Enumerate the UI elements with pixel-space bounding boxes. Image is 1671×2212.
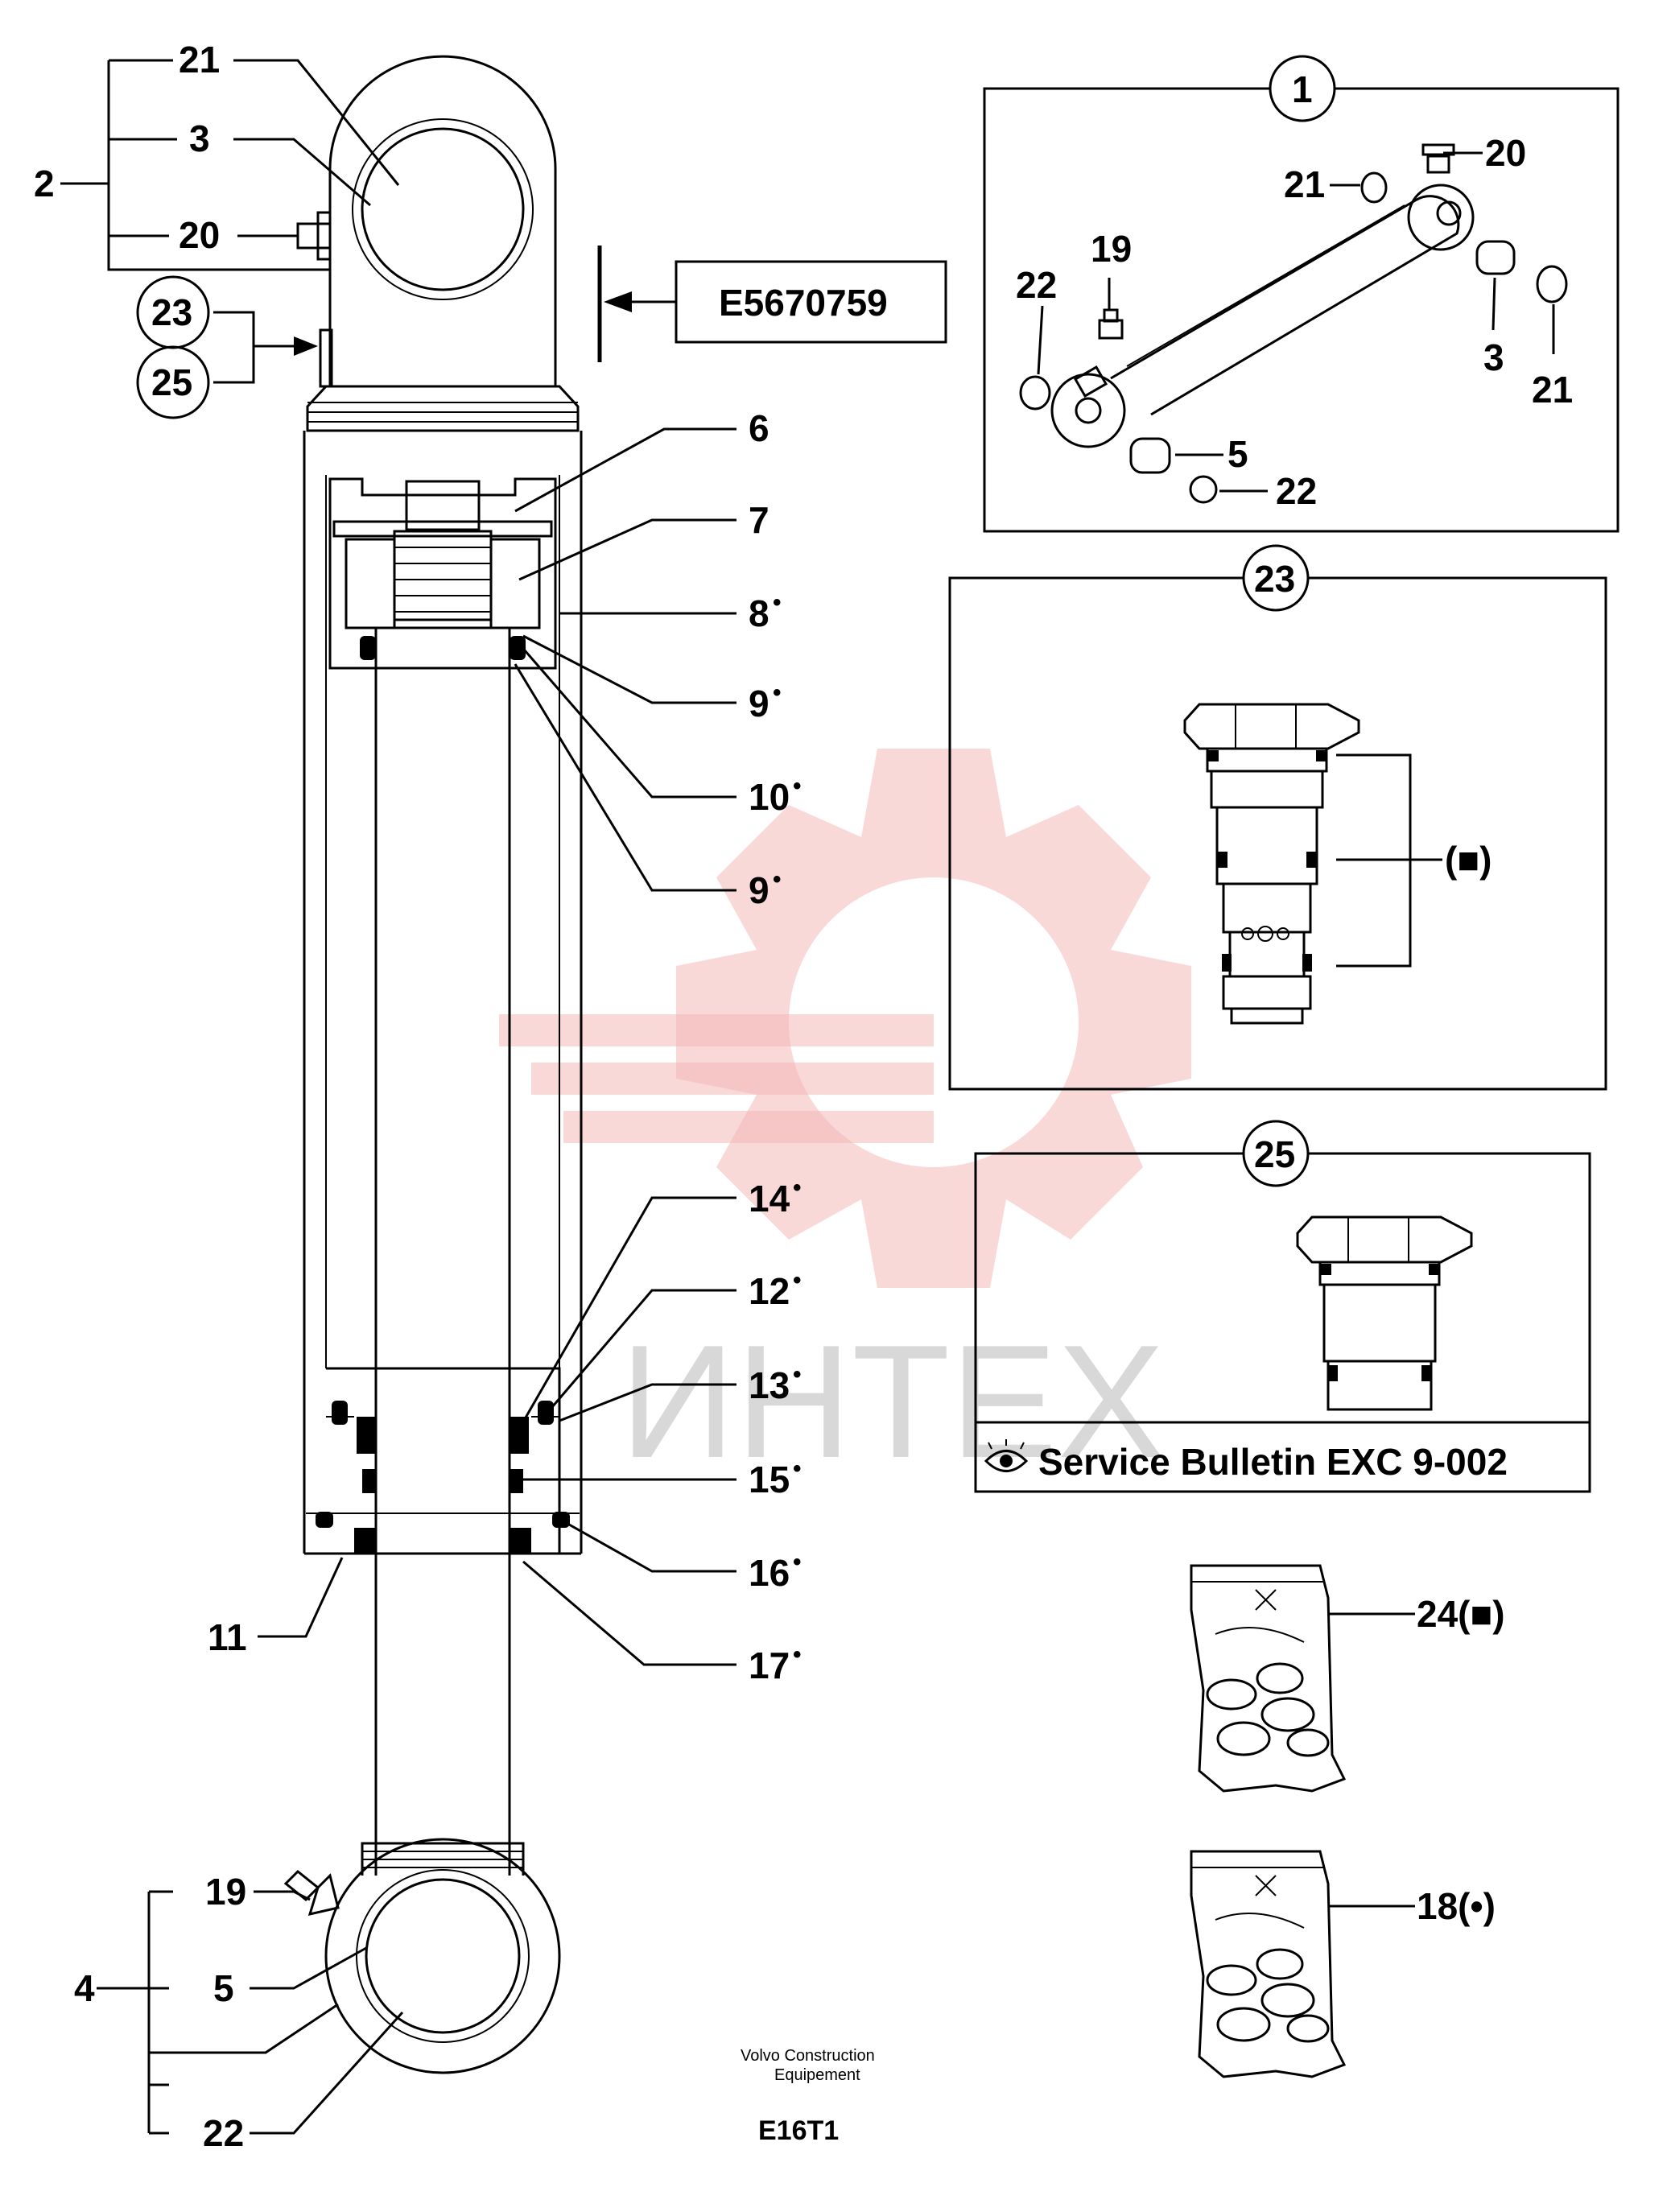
callout-3: 3	[189, 118, 210, 159]
callout-label: 21	[1284, 163, 1325, 205]
callout-label: •	[793, 1267, 802, 1294]
callout-2: 2	[34, 163, 55, 204]
kit-1-number: 1	[1292, 68, 1313, 110]
watermark-gear	[499, 749, 1191, 1288]
callout-6: 6	[749, 407, 769, 449]
main-labels: 21 3 2 20 23 25 6 7 8 • 9 • 10 • 9 • 14 …	[34, 39, 802, 2154]
callout-label: •	[793, 1641, 802, 1668]
watermark-text: ИНТЕХ	[620, 1312, 1165, 1492]
callout-label: (■)	[1445, 839, 1492, 881]
callout-9-lower: 9	[749, 869, 769, 911]
bag-18: 18(•)	[1190, 1850, 1496, 2078]
kit-1-panel: 1 20 21 19 22 3 21 5	[983, 55, 1619, 533]
callout-label: 21	[1532, 369, 1573, 411]
service-bulletin-text: Service Bulletin EXC 9-002	[1038, 1441, 1508, 1483]
callout-11: 11	[208, 1616, 247, 1658]
callout-label: 3	[1483, 336, 1504, 378]
footer-line2: Equipement	[774, 2066, 860, 2084]
callout-7: 7	[749, 499, 769, 541]
eye-icon	[984, 1439, 1029, 1472]
callout-14: 14	[749, 1178, 790, 1219]
callout-label: 22	[1276, 470, 1317, 512]
leader-lines	[60, 59, 736, 2135]
callout-label: 19	[1091, 228, 1132, 270]
callout-label: 18(•)	[1417, 1885, 1496, 1927]
callout-17: 17	[749, 1645, 790, 1686]
callout-label: 20	[1485, 132, 1526, 174]
callout-22: 22	[203, 2112, 244, 2154]
callout-9-upper: 9	[749, 683, 769, 724]
callout-25: 25	[151, 361, 192, 403]
callout-label: •	[793, 1361, 802, 1388]
footer-line1: Volvo Construction	[741, 2047, 875, 2065]
callout-21: 21	[179, 39, 220, 80]
kit-23-panel: 23 (■)	[948, 544, 1607, 1091]
callout-23: 23	[151, 291, 192, 333]
callout-15: 15	[749, 1459, 790, 1500]
callout-label: •	[773, 866, 782, 893]
callout-label: 24(■)	[1417, 1593, 1505, 1635]
circle-25	[136, 345, 210, 419]
kit-25-panel: 25 Service Bulletin EXC 9-002	[974, 1120, 1591, 1493]
callout-5: 5	[213, 1967, 234, 2009]
callout-label: 23	[1254, 558, 1295, 600]
callout-label: •	[793, 1174, 802, 1201]
reference-number: E5670759	[719, 282, 888, 324]
callout-label: 5	[1227, 433, 1248, 475]
callout-13: 13	[749, 1364, 790, 1406]
bag-24: 24(■)	[1190, 1564, 1505, 1793]
callout-label: •	[793, 773, 802, 799]
callout-19: 19	[205, 1871, 246, 1913]
callout-12: 12	[749, 1270, 790, 1312]
callout-20: 20	[179, 214, 220, 256]
callout-label: •	[773, 679, 782, 706]
callout-8: 8	[749, 592, 769, 634]
callout-label: •	[773, 589, 782, 616]
callout-label: •	[793, 1455, 802, 1482]
callout-10: 10	[749, 776, 790, 818]
callout-4: 4	[74, 1967, 95, 2009]
callout-label: 22	[1016, 264, 1057, 306]
cylinder-assembly	[283, 55, 583, 2074]
footer-code: E16T1	[758, 2115, 839, 2146]
callout-label: 25	[1254, 1133, 1295, 1175]
callout-label: •	[793, 1549, 802, 1575]
callout-16: 16	[749, 1552, 790, 1594]
reference-box	[675, 260, 947, 344]
